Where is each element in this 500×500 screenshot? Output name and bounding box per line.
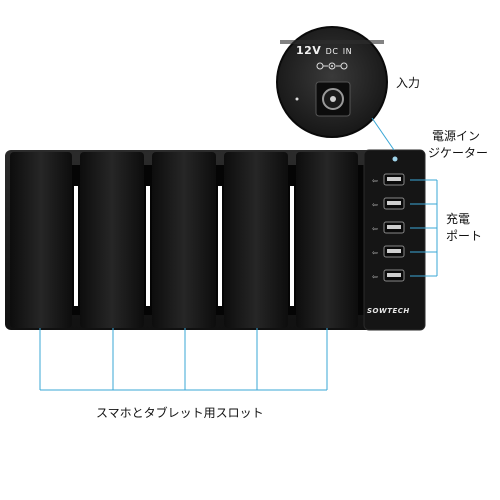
slot-panels bbox=[10, 152, 364, 328]
power-indicator-led bbox=[392, 156, 398, 162]
dc-input-direction: IN bbox=[342, 47, 353, 56]
dc-input-type: DC bbox=[325, 47, 339, 56]
callout-charging-port-label-line2: ポート bbox=[446, 229, 483, 243]
dc-input-zoom bbox=[276, 26, 388, 138]
dc-input-voltage: 12V bbox=[296, 44, 322, 57]
callout-input-label: 入力 bbox=[396, 76, 421, 90]
callout-slots-label: スマホとタブレット用スロット bbox=[96, 406, 264, 420]
usb-ports: ⇦ ⇦ ⇦ ⇦ ⇦ bbox=[372, 173, 405, 282]
svg-text:⇦: ⇦ bbox=[372, 201, 378, 209]
svg-text:⇦: ⇦ bbox=[372, 177, 378, 185]
svg-text:⇦: ⇦ bbox=[372, 249, 378, 257]
callout-power-indicator-label-line1: 電源イン bbox=[432, 129, 481, 143]
callout-power-indicator-label-line2: ジケーター bbox=[428, 146, 489, 160]
charger-body bbox=[5, 149, 426, 331]
brand-logo: SOWTECH bbox=[367, 307, 410, 315]
svg-text:⇦: ⇦ bbox=[372, 273, 378, 281]
svg-text:⇦: ⇦ bbox=[372, 225, 378, 233]
callout-lines bbox=[39, 117, 438, 391]
callout-charging-port-label-line1: 充電 bbox=[446, 212, 471, 226]
dc-input-marking: 12V DC IN bbox=[296, 44, 352, 57]
